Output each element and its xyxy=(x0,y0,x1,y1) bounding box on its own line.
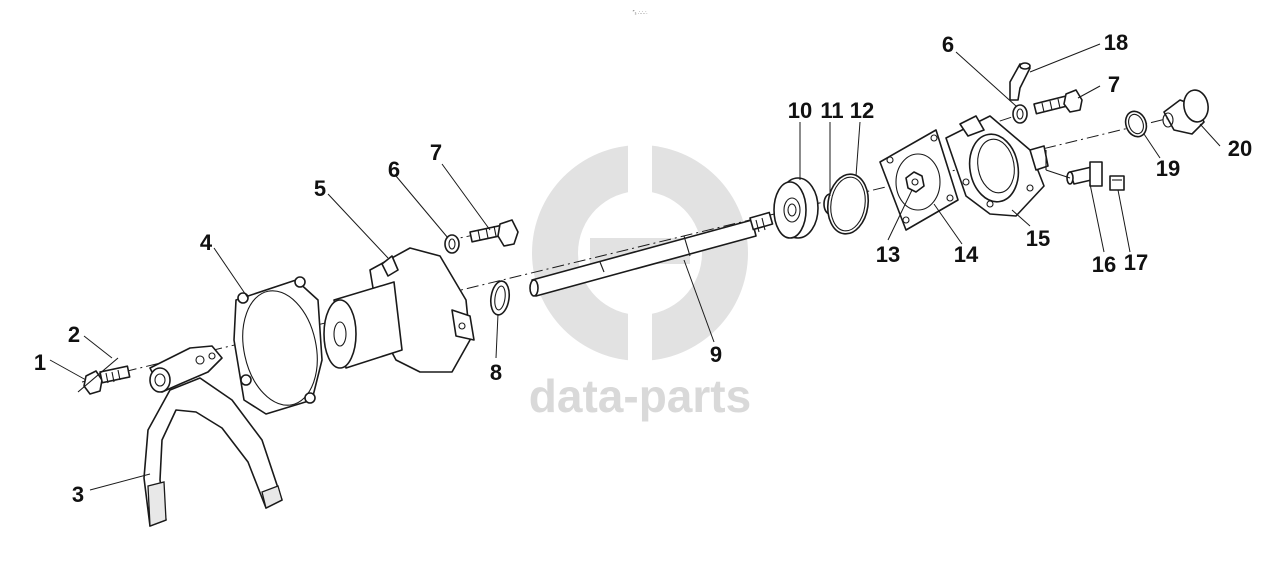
part-10-bearing xyxy=(773,177,819,239)
label-12: 12 xyxy=(850,98,874,123)
label-20: 20 xyxy=(1228,136,1252,161)
label-16: 16 xyxy=(1092,252,1116,277)
label-15: 15 xyxy=(1026,226,1050,251)
label-1: 1 xyxy=(34,350,46,375)
part-8-snap-ring xyxy=(489,280,511,316)
label-4: 4 xyxy=(200,230,213,255)
part-3-shift-fork xyxy=(143,345,283,527)
label-18: 18 xyxy=(1104,30,1128,55)
label-8: 8 xyxy=(490,360,502,385)
header-text: ′′₃ ∴∴∴ xyxy=(633,10,648,16)
part-4-gasket xyxy=(233,276,323,415)
label-11: 11 xyxy=(820,98,843,123)
label-6-left: 6 xyxy=(388,157,400,182)
label-7-left: 7 xyxy=(430,140,442,165)
leader-lines xyxy=(49,43,1221,491)
part-18-elbow-fitting xyxy=(1009,62,1031,101)
part-2-washer xyxy=(77,357,119,393)
label-9: 9 xyxy=(710,342,722,367)
part-6-seal-left xyxy=(444,234,460,254)
part-9-shaft xyxy=(529,211,774,297)
part-13-nut xyxy=(905,171,925,193)
part-15-rear-housing xyxy=(945,115,1049,217)
part-1-bolt xyxy=(83,365,131,395)
part-16-fitting xyxy=(1066,161,1103,187)
part-6-seal-right xyxy=(1012,104,1028,124)
watermark-text: data-parts xyxy=(529,370,751,422)
label-19: 19 xyxy=(1156,156,1180,181)
label-2: 2 xyxy=(68,322,80,347)
label-13: 13 xyxy=(876,242,900,267)
part-12-o-ring xyxy=(826,173,870,235)
label-14: 14 xyxy=(954,242,979,267)
part-19-o-ring xyxy=(1124,110,1148,138)
part-5-housing xyxy=(323,247,475,373)
part-labels: 1 2 3 4 5 6 7 8 9 10 11 12 13 14 15 16 1… xyxy=(34,30,1252,507)
label-3: 3 xyxy=(72,482,84,507)
label-6-right: 6 xyxy=(942,32,954,57)
part-20-cap xyxy=(1162,89,1209,135)
label-17: 17 xyxy=(1124,250,1148,275)
part-17-plug xyxy=(1109,175,1125,191)
part-7-bolt-right xyxy=(1033,89,1083,115)
part-7-bolt-left xyxy=(469,219,519,247)
label-10: 10 xyxy=(788,98,812,123)
label-5: 5 xyxy=(314,176,326,201)
label-7-right: 7 xyxy=(1108,72,1120,97)
